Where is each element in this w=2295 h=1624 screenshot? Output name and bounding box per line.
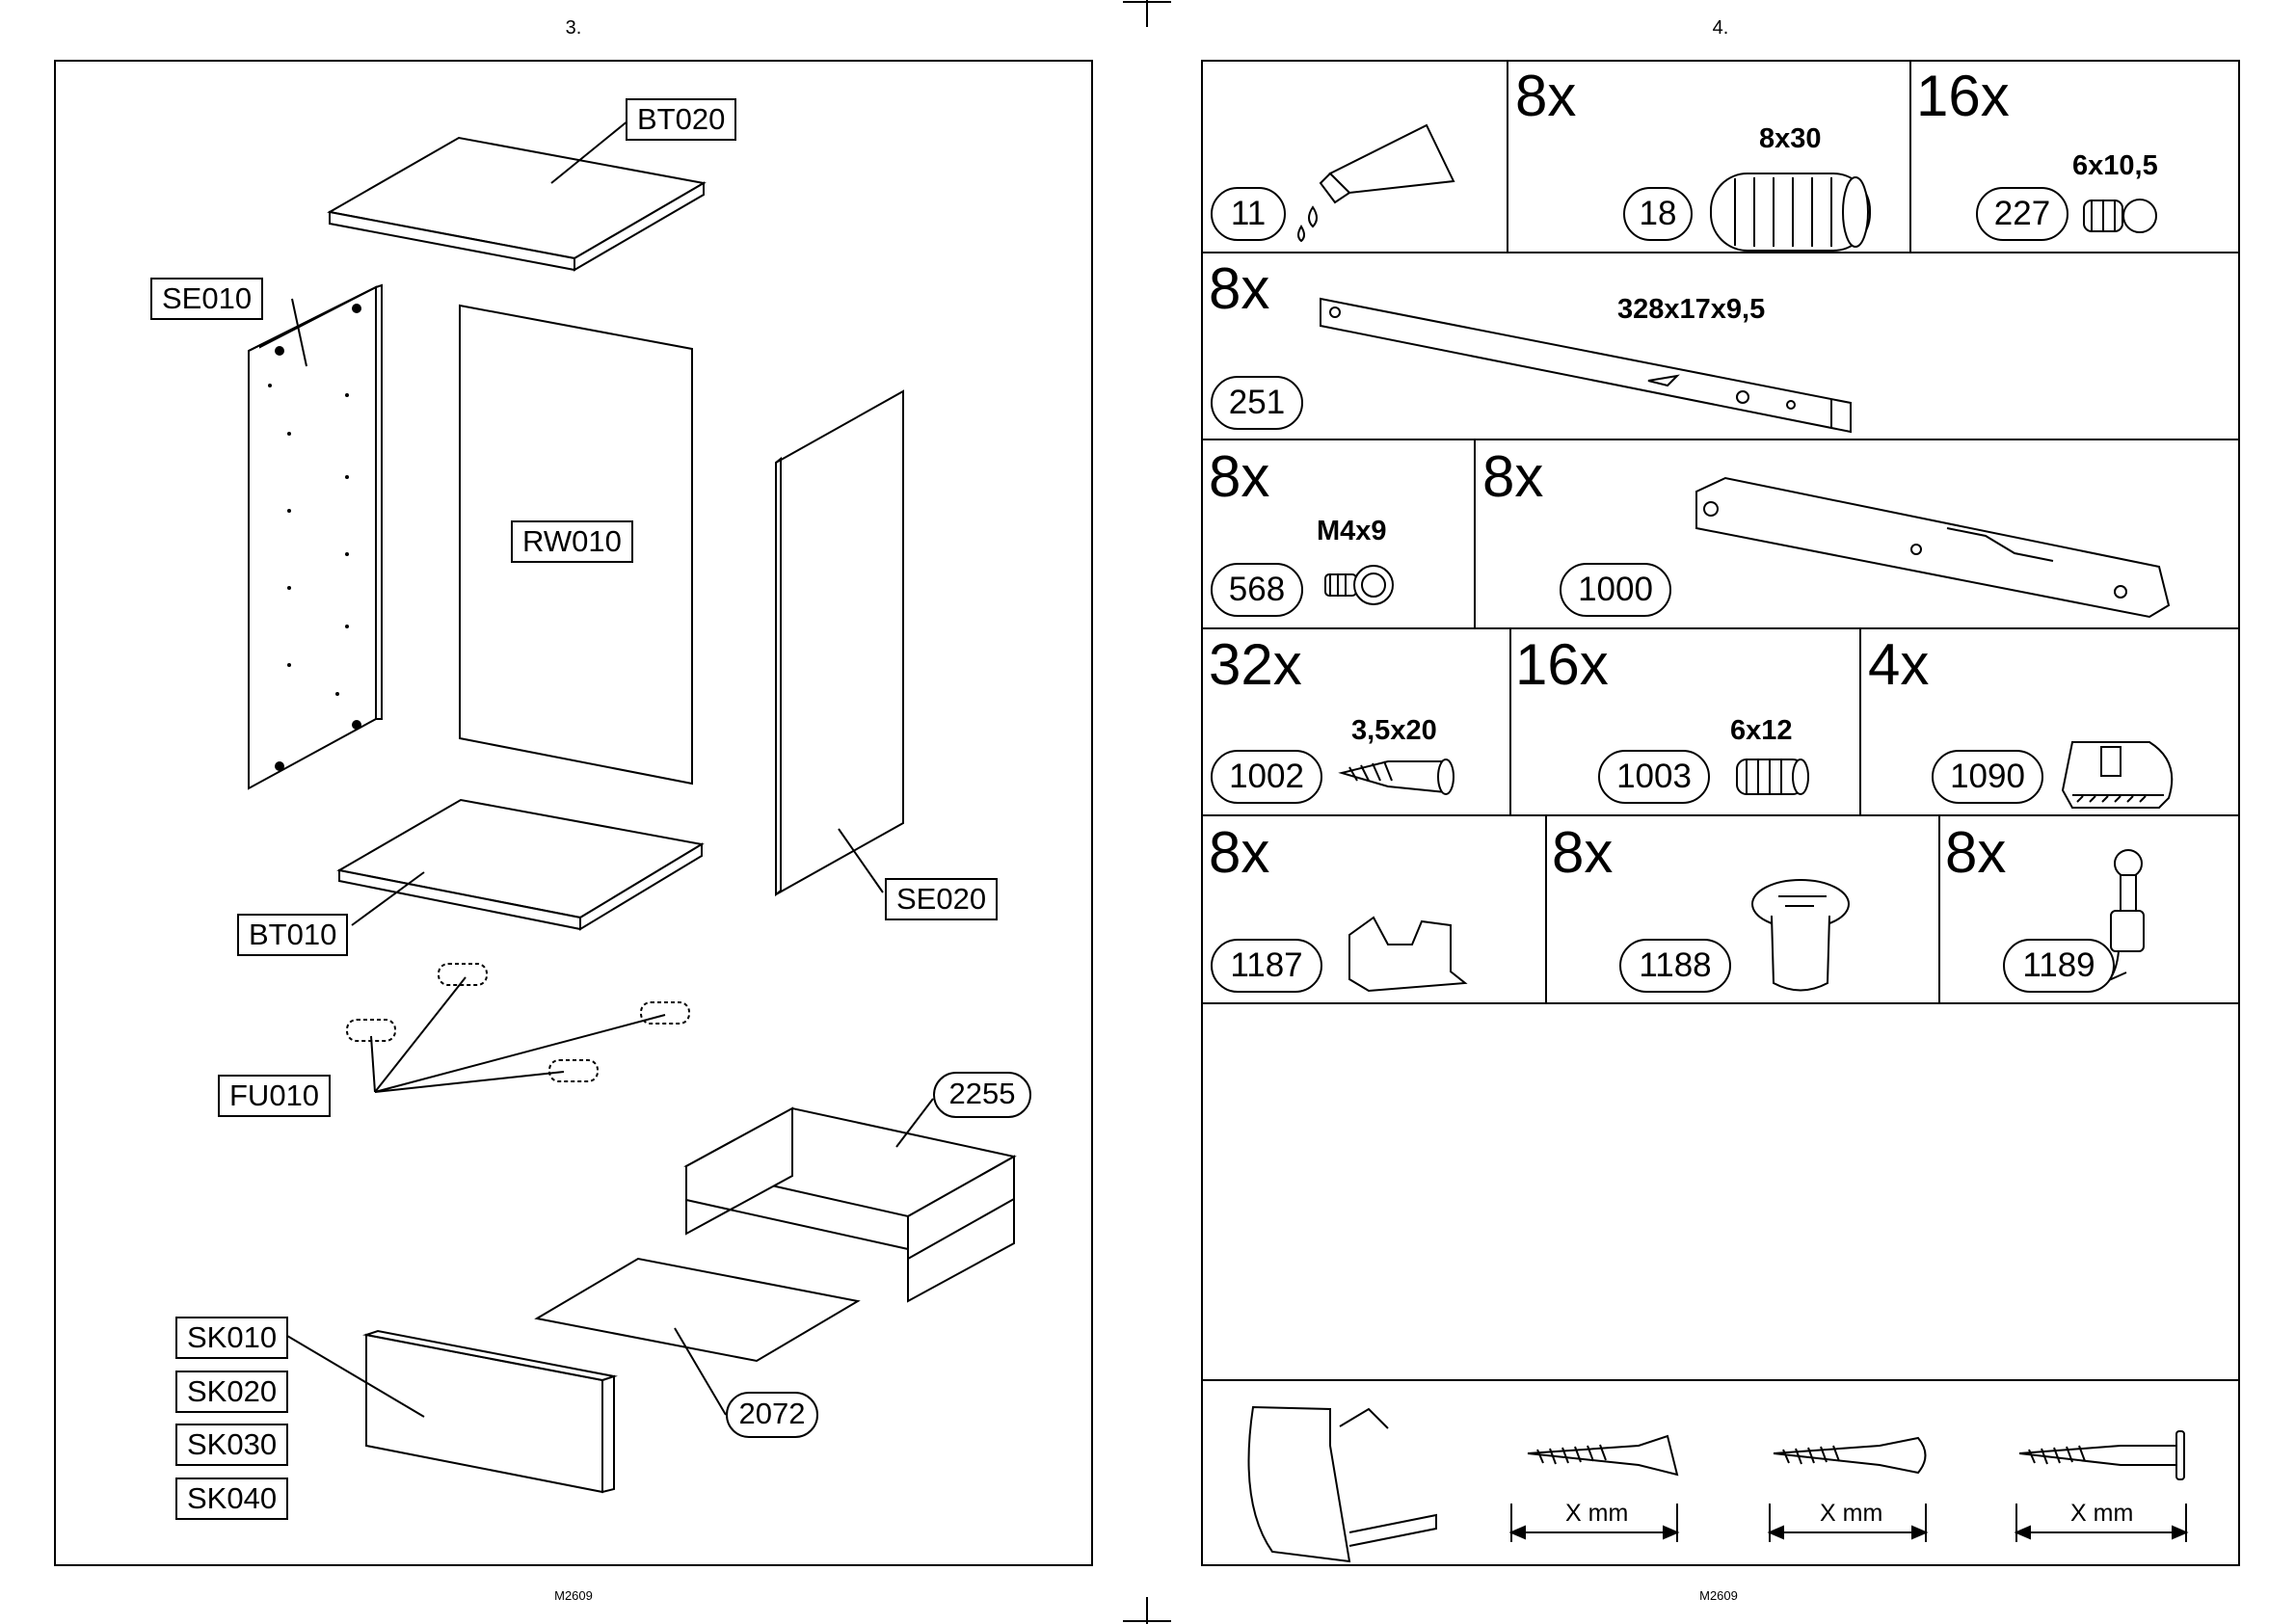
hardware-qty-1003: 16x <box>1515 636 1609 694</box>
hardware-id-1188: 1188 <box>1619 939 1731 993</box>
hardware-id-251: 251 <box>1211 376 1303 430</box>
machine-screw-icon <box>1325 566 1393 604</box>
glue-icon <box>1298 125 1454 241</box>
threaded-insert-icon <box>1737 759 1808 794</box>
leveler-foot-icon <box>2063 742 2172 808</box>
measure-label-1: X mm <box>1565 1500 1628 1528</box>
hardware-id-1189: 1189 <box>2003 939 2115 993</box>
tape-measure-icon <box>1249 1407 1437 1561</box>
hardware-qty-1188: 8x <box>1552 824 1613 882</box>
wood-screw-icon <box>1342 759 1454 794</box>
hardware-qty-1000: 8x <box>1482 448 1543 506</box>
cam-bolt-icon <box>2084 200 2156 232</box>
measure-label-3: X mm <box>2070 1500 2133 1528</box>
hardware-qty-568: 8x <box>1209 448 1269 506</box>
hardware-id-18: 18 <box>1623 187 1693 241</box>
hardware-id-1002: 1002 <box>1211 750 1322 804</box>
dowel-icon <box>1711 173 1870 251</box>
hardware-qty-251: 8x <box>1209 260 1269 318</box>
hardware-dim-1002: 3,5x20 <box>1351 715 1437 747</box>
connector-fitting-icon <box>1752 880 1849 991</box>
hardware-dim-227: 6x10,5 <box>2072 150 2158 182</box>
hardware-dim-1003: 6x12 <box>1730 715 1793 747</box>
hardware-dim-251: 328x17x9,5 <box>1617 294 1765 326</box>
hardware-qty-227: 16x <box>1916 67 2010 125</box>
drawer-runner-icon <box>1696 478 2169 617</box>
hardware-qty-1002: 32x <box>1209 636 1302 694</box>
hardware-dim-18: 8x30 <box>1759 123 1822 155</box>
hardware-id-11: 11 <box>1211 187 1286 241</box>
hardware-qty-1090: 4x <box>1868 636 1929 694</box>
hardware-id-1187: 1187 <box>1211 939 1322 993</box>
hardware-dim-568: M4x9 <box>1317 516 1387 547</box>
bracket-clip-icon <box>1349 918 1465 991</box>
hardware-qty-18: 8x <box>1515 67 1576 125</box>
hardware-id-568: 568 <box>1211 563 1303 617</box>
hardware-id-1090: 1090 <box>1932 750 2043 804</box>
hardware-id-227: 227 <box>1976 187 2068 241</box>
hardware-qty-1189: 8x <box>1945 824 2006 882</box>
hardware-qty-1187: 8x <box>1209 824 1269 882</box>
hardware-id-1000: 1000 <box>1560 563 1671 617</box>
hardware-id-1003: 1003 <box>1598 750 1710 804</box>
measure-label-2: X mm <box>1820 1500 1882 1528</box>
runner-rail-icon <box>1321 299 1851 432</box>
